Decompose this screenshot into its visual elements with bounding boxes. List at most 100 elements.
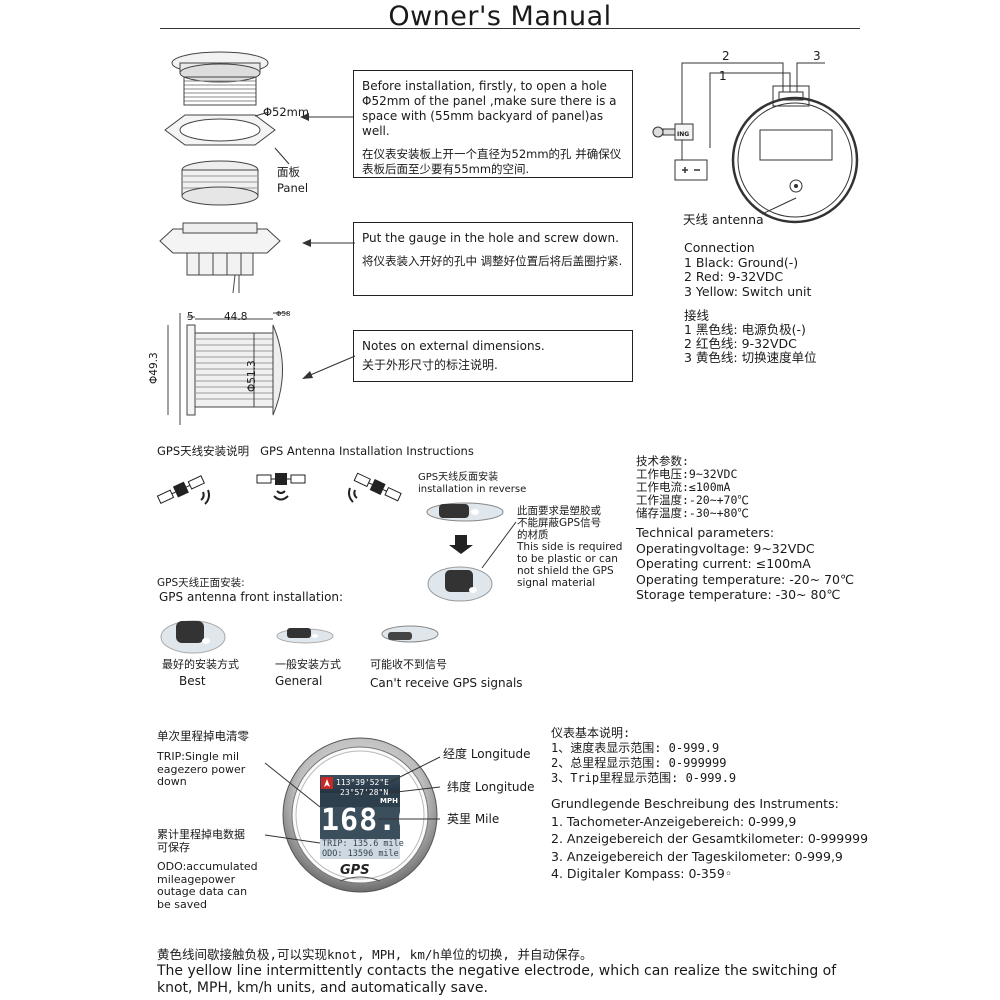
gauge-unit: MPH	[380, 797, 398, 805]
gauge-trip-value: 135.6 mile	[352, 839, 404, 849]
gauge-latitude-label: 纬度 Longitude	[447, 780, 535, 794]
satellite-icon	[348, 472, 402, 503]
dim-top: Φ58	[276, 310, 291, 318]
basic-de-line-4: 4. Digitaler Kompass: 0-359◦	[551, 866, 733, 881]
odo-label-en-3: outage data can	[157, 885, 248, 898]
install-step-2-en: Put the gauge in the hole and screw down…	[362, 231, 619, 245]
tech-zh-line-4: 储存温度:-30~+80℃	[636, 506, 749, 520]
reverse-note-en-3: not shield the GPS	[517, 565, 614, 577]
dim-448: 44.8	[224, 311, 248, 323]
panel-label-zh: 面板	[277, 165, 300, 179]
ignition-label: ING	[677, 131, 690, 138]
tech-en-block: Technical parameters: Operatingvoltage: …	[636, 525, 854, 603]
odo-label-en: ODO:accumulated mileagepower outage data…	[157, 860, 258, 911]
reverse-note-zh-3: 的材质	[517, 529, 549, 541]
install-step-3-en: Notes on external dimensions.	[362, 339, 545, 353]
gps-heading: GPS天线安装说明 GPS Antenna Installation Instr…	[157, 444, 474, 459]
tech-en-line-1: Operatingvoltage: 9~32VDC	[636, 540, 815, 556]
odo-label-zh: 累计里程掉电数据 可保存	[157, 828, 245, 854]
gauge-odo-label: ODO:	[322, 849, 343, 859]
best-label-zh: 最好的安装方式	[162, 658, 239, 671]
gauge-odo-value: 13596 mile	[347, 849, 399, 859]
front-install-zh: GPS天线正面安装:	[157, 577, 245, 589]
tech-zh-line-3: 工作温度:-20~+70℃	[636, 493, 749, 507]
antenna-bad-drawing	[381, 625, 439, 643]
bezel-ring-drawing	[164, 51, 276, 206]
install-step-1-zh: 在仪表安装板上开一个直径为52mm的孔 并确保仪表板后面至少要有55mm的空间.	[362, 147, 622, 176]
antenna-pointer	[761, 197, 797, 215]
odo-label-zh-1: 累计里程掉电数据	[157, 828, 245, 841]
trip-label-zh: 单次里程掉电清零	[157, 729, 249, 743]
title-rule	[160, 28, 860, 29]
trip-label-en-3: down	[157, 775, 187, 788]
best-label-en: Best	[179, 674, 206, 688]
reverse-note-zh-2: 不能屏蔽GPS信号	[517, 517, 602, 529]
footer-zh: 黄色线间歇接触负极,可以实现knot, MPH, km/h单位的切换, 并自动保…	[157, 947, 593, 962]
basic-zh-line-3: 3、Trip里程显示范围: 0-999.9	[551, 771, 737, 785]
cant-label-en: Can't receive GPS signals	[370, 676, 523, 690]
gauge-side-drawing	[159, 222, 281, 294]
wire-num-1: 1	[719, 69, 727, 83]
basic-de-block: Grundlegende Beschreibung des Instrument…	[551, 795, 868, 883]
tech-zh-block: 技术参数: 工作电压:9~32VDC 工作电流:≤100mA 工作温度:-20~…	[636, 455, 749, 520]
install-step-3-box: Notes on external dimensions. 关于外形尺寸的标注说…	[353, 330, 633, 382]
connection-block: Connection 1 Black: Ground(-) 2 Red: 9-3…	[684, 240, 812, 299]
antenna-label: 天线 antenna	[683, 212, 764, 227]
odo-label-zh-2: 可保存	[157, 840, 190, 854]
note-pointer	[481, 521, 517, 569]
tech-en-title: Technical parameters:	[636, 525, 775, 540]
arrow-2	[302, 239, 355, 247]
dim-493: Φ49.3	[148, 352, 160, 384]
antenna-label-zh: 天线	[683, 212, 709, 227]
gauge-trip-label: TRIP:	[322, 839, 348, 849]
gps-heading-zh: GPS天线安装说明	[157, 444, 250, 458]
footer-en-2: knot, MPH, km/h units, and automatically…	[157, 980, 488, 996]
panel-label-en: Panel	[277, 181, 309, 195]
antenna-best-drawing	[160, 620, 226, 654]
install-step-2-zh: 将仪表装入开好的孔中 调整好位置后将后盖圈拧紧.	[362, 254, 623, 268]
satellite-icon	[256, 473, 306, 501]
hole-diameter-label: Φ52mm	[263, 105, 310, 119]
footer-en-1: The yellow line intermittently contacts …	[157, 963, 837, 979]
connection-line-3: 3 Yellow: Switch unit	[684, 283, 812, 299]
trip-label-en-2: eagezero power	[157, 762, 246, 776]
dim-5: 5	[187, 311, 194, 323]
basic-zh-block: 仪表基本说明: 1、速度表显示范围: 0-999.9 2、总里程显示范围: 0-…	[551, 726, 736, 786]
gauge-trip-line: TRIP: 135.6 mile	[322, 839, 404, 849]
arrow-1	[300, 113, 353, 121]
connection-zh-line-3: 3 黄色线: 切换速度单位	[684, 350, 817, 365]
wire-num-3: 3	[813, 49, 821, 63]
connection-zh-line-1: 1 黑色线: 电源负极(-)	[684, 322, 806, 337]
basic-zh-line-2: 2、总里程显示范围: 0-999999	[551, 756, 727, 770]
basic-de-title: Grundlegende Beschreibung des Instrument…	[551, 796, 839, 811]
reverse-install-zh: GPS天线反面安装	[418, 472, 499, 483]
odo-label-en-2: mileagepower	[157, 872, 236, 886]
gauge-speed: 168.0	[321, 803, 417, 838]
trip-label-en: TRIP:Single mil eagezero power down	[157, 750, 246, 789]
general-label-zh: 一般安装方式	[275, 658, 341, 671]
gauge-mile-label: 英里 Mile	[447, 812, 500, 826]
tech-zh-title: 技术参数:	[636, 454, 689, 468]
satellite-icon	[156, 475, 210, 505]
antenna-reverse-drawing	[426, 502, 504, 602]
tech-en-line-2: Operating current: ≤100mA	[636, 556, 811, 571]
trip-label-en-1: TRIP:Single mil	[157, 750, 240, 763]
reverse-note-en-4: signal material	[517, 577, 596, 589]
connection-line-2: 2 Red: 9-32VDC	[684, 269, 784, 284]
connection-title: Connection	[684, 240, 755, 255]
antenna-label-en: antenna	[712, 212, 764, 227]
footer-note: 黄色线间歇接触负极,可以实现knot, MPH, km/h单位的切换, 并自动保…	[157, 946, 977, 997]
basic-de-line-3: 3. Anzeigebereich der Tageskilometer: 0-…	[551, 848, 843, 864]
antenna-general-drawing	[276, 628, 334, 644]
general-label-en: General	[275, 674, 323, 688]
basic-zh-title: 仪表基本说明:	[551, 726, 631, 740]
connection-zh-title: 接线	[684, 308, 710, 323]
connection-zh-line-2: 2 红色线: 9-32VDC	[684, 336, 797, 351]
reverse-note-zh-1: 此面要求是塑胶或	[517, 505, 601, 517]
odo-label-en-1: ODO:accumulated	[157, 860, 258, 873]
cant-label-zh: 可能收不到信号	[370, 658, 447, 671]
gauge-coord-1: 113°39'52"E	[336, 778, 389, 787]
connection-line-1: 1 Black: Ground(-)	[684, 254, 799, 270]
gauge-face	[282, 737, 438, 893]
reverse-install-en: installation in reverse	[418, 484, 527, 495]
